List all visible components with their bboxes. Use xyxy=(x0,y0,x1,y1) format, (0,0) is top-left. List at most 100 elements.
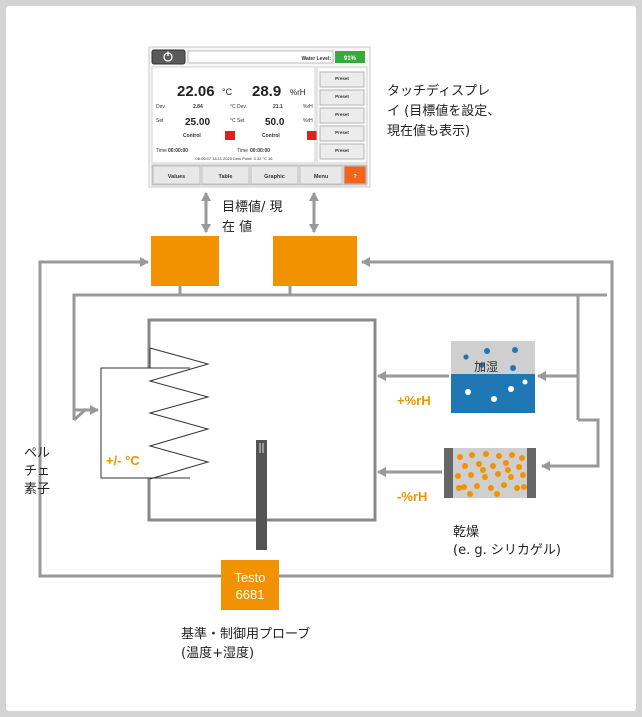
setpoint-caption-line-1: 目標値/ 現 xyxy=(222,200,283,215)
silica-bead xyxy=(488,485,494,491)
hum-dev-unit: %rH xyxy=(303,104,313,110)
preset-button[interactable] xyxy=(319,107,365,124)
humidity-controller-box xyxy=(273,236,357,286)
silica-bead xyxy=(505,467,511,473)
preset-button[interactable] xyxy=(319,125,365,142)
temp-unit: °C xyxy=(222,87,233,97)
silica-bead xyxy=(480,467,486,473)
temp-time-label: Time xyxy=(156,148,167,154)
touch-display: Water Level: 91% 22.06 °C 28.9 %rH Dev. … xyxy=(148,46,371,188)
preset-label: Preset xyxy=(335,76,349,81)
silica-bead xyxy=(462,463,468,469)
plus-rh-label: +%rH xyxy=(397,393,431,408)
silica-bead xyxy=(519,455,525,461)
tab-label: Table xyxy=(219,174,233,180)
tab-label: Values xyxy=(168,174,185,180)
silica-gel-dryer xyxy=(444,448,536,498)
preset-button[interactable] xyxy=(319,89,365,106)
hum-dev-value: 21.1 xyxy=(273,104,283,110)
probe-caption-line-2: (温度+湿度) xyxy=(181,646,255,661)
silica-bead xyxy=(516,464,522,470)
display-caption-line-1: タッチディスプレ xyxy=(387,84,491,99)
silica-bead xyxy=(509,452,515,458)
display-link-arrows xyxy=(201,192,319,233)
preset-button[interactable] xyxy=(319,71,365,88)
dry-caption-line-2: (e. g. シリカゲル) xyxy=(453,543,561,558)
tab-item[interactable] xyxy=(299,165,343,185)
humidify-label: 加湿 xyxy=(474,359,498,374)
hum-set-label: Set xyxy=(237,118,245,124)
tab-item[interactable] xyxy=(201,165,250,185)
silica-bead xyxy=(468,472,474,478)
peltier-caption-line-3: 素子 xyxy=(24,482,51,497)
water-level-badge xyxy=(335,51,365,63)
silica-bead xyxy=(469,452,475,458)
hum-set-value[interactable]: 50.0 xyxy=(265,117,285,128)
peltier-sign-label: +/- °C xyxy=(106,453,140,468)
hum-time-label: Time xyxy=(237,148,248,154)
silica-bead xyxy=(495,471,501,477)
preset-label: Preset xyxy=(335,94,349,99)
outer-feedback-loop xyxy=(38,257,614,578)
hum-control-toggle[interactable] xyxy=(307,131,317,140)
setpoint-caption-line-2: 在 値 xyxy=(222,220,253,235)
temp-dev-label: Dev. xyxy=(156,104,166,110)
water-level-value: 91% xyxy=(344,56,357,62)
silica-bead xyxy=(520,472,526,478)
testo-probe-box xyxy=(221,560,279,610)
temp-control-label: Control xyxy=(183,133,201,139)
testo-model: 6681 xyxy=(236,587,265,602)
hum-set-unit: %rH xyxy=(303,118,313,124)
probe-rod xyxy=(256,440,267,550)
tab-item[interactable] xyxy=(152,165,201,185)
silica-bead xyxy=(490,463,496,469)
humidifier xyxy=(451,341,535,413)
probe-caption-line-1: 基準・制御用プローブ xyxy=(181,627,311,642)
temp-dev-unit: °C xyxy=(230,104,236,110)
silica-bead xyxy=(494,491,500,497)
silica-bead xyxy=(496,453,502,459)
hum-control-label: Control xyxy=(262,133,280,139)
peltier-caption-line-1: ペル xyxy=(24,446,51,461)
temp-set-label: Set xyxy=(156,118,164,124)
temp-time-value: 00:00:00 xyxy=(168,148,188,154)
temp-set-value[interactable]: 25.00 xyxy=(185,117,210,128)
hum-dev-label: Dev. xyxy=(237,104,247,110)
silica-bead xyxy=(474,483,480,489)
temp-actual-value: 22.06 xyxy=(177,83,215,100)
silica-bead xyxy=(521,484,527,490)
silica-bead xyxy=(483,451,489,457)
hum-actual-value: 28.9 xyxy=(252,83,281,100)
silica-bead xyxy=(501,482,507,488)
silica-bead xyxy=(457,454,463,460)
preset-label: Preset xyxy=(335,130,349,135)
silica-bead xyxy=(514,485,520,491)
testo-label: Testo xyxy=(234,570,265,585)
minus-rh-label: -%rH xyxy=(397,489,427,504)
silica-bead xyxy=(503,460,509,466)
water-level-label: Water Level: xyxy=(301,56,331,62)
display-caption-line-2: イ (目標値を設定、 xyxy=(387,104,501,119)
peltier-element xyxy=(100,347,210,480)
silica-bead xyxy=(508,474,514,480)
peltier-caption-line-2: チェ xyxy=(24,464,51,479)
tab-label: ? xyxy=(353,174,357,180)
silica-bead xyxy=(476,461,482,467)
dry-caption-line-1: 乾燥 xyxy=(453,525,480,540)
footer-info: 06:06:07 18.11.2020 Dew Point: 3.32 °C 1… xyxy=(196,156,274,161)
tab-item[interactable] xyxy=(250,165,299,185)
silica-bead xyxy=(461,484,467,490)
tab-help[interactable] xyxy=(343,165,367,185)
power-icon[interactable] xyxy=(163,51,173,62)
preset-button[interactable] xyxy=(319,143,365,160)
silica-bead xyxy=(482,474,488,480)
temp-set-unit: °C xyxy=(230,118,236,124)
preset-label: Preset xyxy=(335,148,349,153)
display-caption-line-3: 現在値も表示) xyxy=(387,124,471,139)
tab-label: Graphic xyxy=(264,174,285,180)
silica-bead xyxy=(455,473,461,479)
temp-control-toggle[interactable] xyxy=(225,131,235,140)
hum-time-value: 00:00:00 xyxy=(250,148,270,154)
temp-dev-value: 2.84 xyxy=(193,104,203,110)
